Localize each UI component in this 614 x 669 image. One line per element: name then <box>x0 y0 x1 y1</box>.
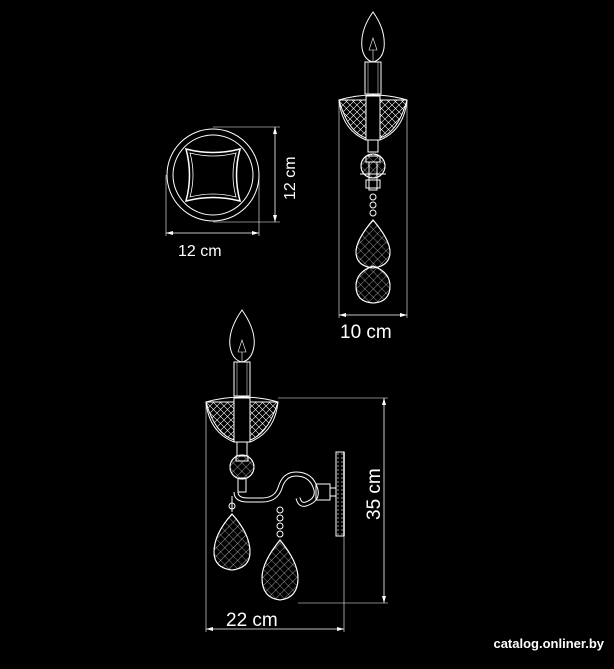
front-view-candle-tube <box>364 61 382 95</box>
side-view-bowl <box>205 396 279 443</box>
top-view-outer-circle <box>166 128 260 222</box>
top-view-plate <box>184 147 242 203</box>
top-view-inner-circle <box>172 134 254 216</box>
side-view-wall-plate <box>335 451 345 537</box>
front-view-crystal-bottom <box>355 265 391 304</box>
watermark: catalog.onliner.by <box>493 636 604 651</box>
side-view-height-label: 35 cm <box>364 468 385 520</box>
top-view-height-label: 12 cm <box>282 156 299 200</box>
front-view-bowl <box>338 94 408 141</box>
front-view-width-label: 10 cm <box>340 322 392 343</box>
front-view-crystal-top <box>355 219 391 269</box>
side-view-crystal-left <box>213 513 251 571</box>
side-view-crystal-right <box>261 539 299 601</box>
top-view-width-label: 12 cm <box>178 243 222 260</box>
side-view-width-label: 22 cm <box>226 610 278 631</box>
side-view-candle-tube <box>233 361 251 397</box>
top-view <box>165 126 280 236</box>
front-view <box>338 11 408 318</box>
side-view <box>205 309 388 632</box>
